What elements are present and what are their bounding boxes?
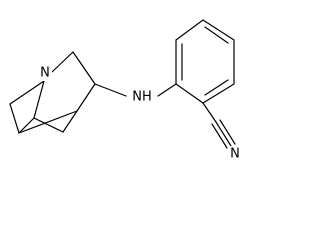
- ring-bond-2: [175, 19, 204, 41]
- bond-ring-cn: [202, 102, 217, 123]
- bond-c2-c3: [72, 51, 96, 85]
- molecule-structure-diagram: N NH N: [9, 19, 242, 162]
- bond-c2-c8-back: [18, 117, 35, 134]
- atom-label-nitrile-n: N: [230, 147, 240, 162]
- label-bg-nitrile-n: [228, 146, 242, 162]
- bond-c8-c4: [18, 110, 78, 134]
- bond-c7-c8: [9, 103, 20, 134]
- bond-c3-c4: [76, 83, 96, 112]
- ring-double-2: [204, 26, 229, 44]
- bond-nh-aryl: [157, 83, 177, 97]
- bond-c4-c5: [62, 110, 78, 133]
- ring-double-3: [204, 79, 229, 96]
- atom-label-quinuclidine-n: N: [40, 66, 50, 81]
- bond-c6-n1: [33, 80, 45, 119]
- ring-bond-5: [202, 83, 235, 104]
- ring-bond-3: [202, 19, 235, 41]
- quinuclidine-cage: [9, 51, 96, 134]
- triple-bond-a: [215, 121, 232, 147]
- benzene-ring: [175, 19, 235, 104]
- nitrile-group: [202, 102, 236, 149]
- ring-bond-6: [175, 83, 204, 104]
- bond-c3-nh: [94, 83, 127, 97]
- bond-n1-c7: [9, 80, 45, 105]
- label-bg-amine-nh: [127, 89, 157, 105]
- triple-bond-c: [219, 119, 236, 145]
- label-bg-quinuclidine-n: [38, 65, 52, 81]
- bond-n1-c2: [51, 51, 74, 73]
- atom-label-amine-nh: NH: [132, 90, 152, 105]
- bond-c5-c6: [33, 117, 64, 133]
- triple-bond-b: [211, 123, 228, 149]
